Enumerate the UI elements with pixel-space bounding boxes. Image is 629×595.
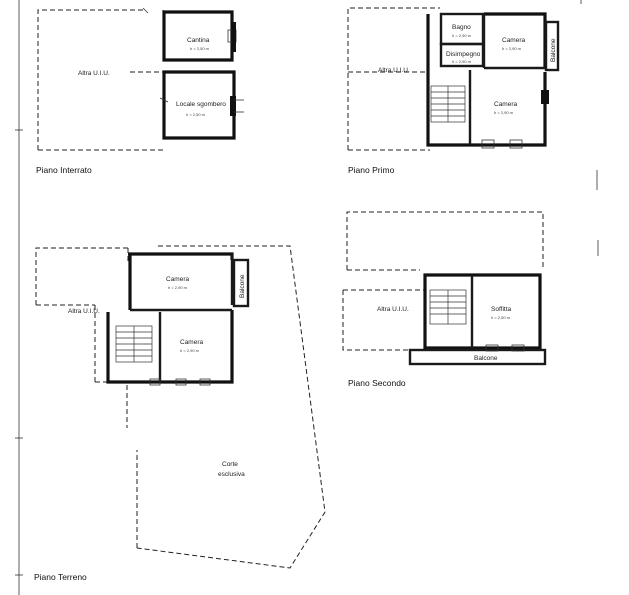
room-area-soffitta: h = 2,50 m: [491, 315, 511, 320]
room-label-bagno: Bagno: [452, 24, 471, 31]
room-label-altra-uiu-interrato: Altra U.I.U.: [78, 70, 110, 77]
room-label-disimpegno: Disimpegno: [446, 51, 481, 58]
room-area-camera-terreno-2: h = 2,90 m: [180, 348, 200, 353]
floor-label-primo: Piano Primo: [348, 165, 395, 175]
room-label-balcone-secondo: Balcone: [474, 355, 498, 362]
room-area-bagno: h = 2,90 m: [452, 33, 472, 38]
room-area-corte: esclusiva: [218, 471, 245, 478]
floor-plan-terreno: [35, 245, 326, 569]
room-label-camera-terreno-1: Camera: [166, 276, 190, 283]
room-label-altra-uiu-secondo: Altra U.I.U.: [377, 306, 409, 313]
room-label-camera-primo-1: Camera: [502, 37, 526, 44]
floor-label-interrato: Piano Interrato: [36, 165, 92, 175]
room-area-camera-terreno-1: h = 2,90 m: [168, 285, 188, 290]
room-label-balcone-terreno: Balcone: [239, 274, 246, 298]
room-label-balcone-primo: Balcone: [550, 38, 557, 62]
room-area-camera-primo-2: h = 2,90 m: [494, 110, 514, 115]
room-label-altra-uiu-primo: Altra U.I.U.: [378, 67, 410, 74]
floor-plan-interrato: [37, 7, 244, 151]
room-area-cantina: h = 2,50 m: [190, 46, 210, 51]
room-label-altra-uiu-terreno: Altra U.I.U.: [68, 308, 100, 315]
floor-label-secondo: Piano Secondo: [348, 378, 406, 388]
floor-plan-primo: [347, 7, 560, 151]
room-area-disimpegno: h = 2,90 m: [452, 59, 472, 64]
room-label-locale-sgombero: Locale sgombero: [176, 101, 226, 108]
room-label-camera-terreno-2: Camera: [180, 339, 204, 346]
floor-label-terreno: Piano Terreno: [34, 572, 87, 582]
room-label-cantina: Cantina: [187, 37, 210, 44]
scan-margin: [15, 0, 599, 595]
room-label-corte: Corte: [222, 461, 238, 468]
room-label-soffitta: Soffitta: [491, 306, 512, 313]
room-label-camera-primo-2: Camera: [494, 101, 518, 108]
floor-plan-secondo: [342, 211, 547, 366]
room-area-locale-sgombero: h = 2,50 m: [186, 112, 206, 117]
room-area-camera-primo-1: h = 2,90 m: [502, 46, 522, 51]
